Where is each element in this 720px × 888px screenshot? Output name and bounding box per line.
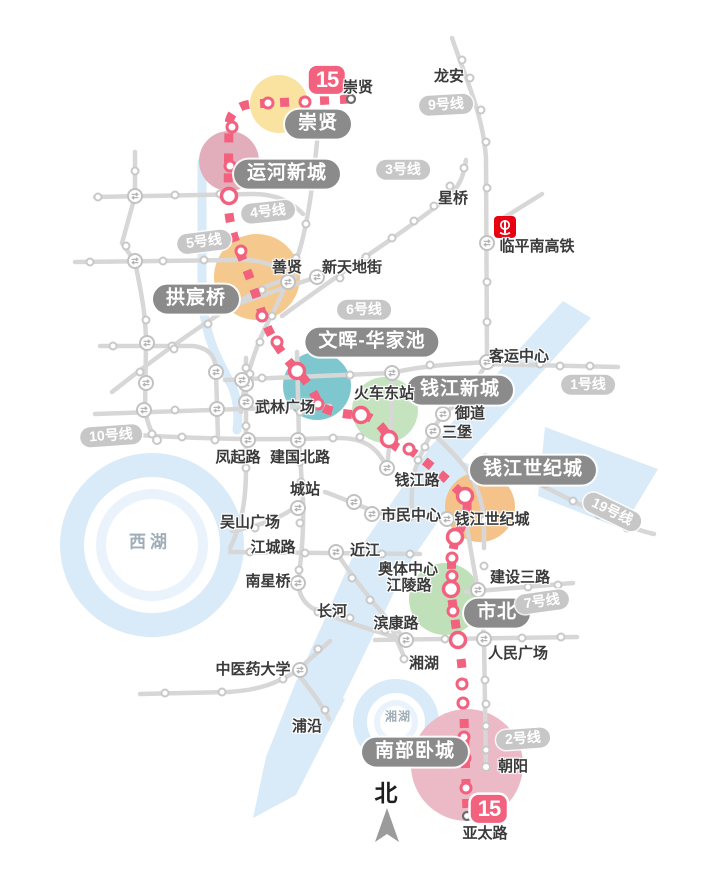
line15-path — [223, 94, 472, 817]
station-label: 市民中心 — [380, 506, 442, 524]
railway-icon — [494, 216, 516, 238]
station-label: 长河 — [316, 602, 348, 620]
badge-gongchenqiao: 拱宸桥 — [152, 284, 240, 314]
station-label: 江城路 — [250, 538, 296, 556]
compass-label: 北 — [374, 780, 398, 806]
station-label: 凤起路 — [215, 448, 261, 466]
station-label: 滨康路 — [373, 614, 419, 632]
station-label: 建国北路 — [269, 448, 331, 466]
station-label: 建设三路 — [489, 568, 551, 586]
badge-chongxian: 崇贤 — [284, 109, 352, 139]
badge-line6: 6号线 — [337, 299, 391, 321]
canal — [197, 157, 243, 435]
station-label: 城站 — [289, 480, 321, 498]
station-label: 钱江世纪城 — [454, 510, 530, 528]
badge-nanbu-wocheng: 南部卧城 — [361, 737, 469, 767]
station-label: 御道 — [454, 404, 486, 422]
line15-stations — [219, 95, 475, 795]
station-label: 善贤 — [271, 258, 303, 276]
station-label: 武林广场 — [254, 398, 316, 416]
qiantang-river — [253, 301, 658, 818]
station-label: 亚太路 — [462, 824, 508, 842]
station-label: 钱江路 — [394, 471, 440, 489]
station-label: 江陵路 — [386, 576, 432, 594]
station-label: 龙安 — [433, 67, 465, 85]
station-label: 客运中心 — [488, 347, 550, 365]
station-label: 新天地街 — [321, 258, 383, 276]
station-label: 人民广场 — [487, 644, 549, 662]
xianghu-lake-label: 湘湖 — [384, 709, 412, 724]
station-label: 星桥 — [437, 189, 469, 207]
station-label: 临平南高铁 — [499, 237, 575, 255]
badge-qianjiang-shijicheng: 钱江世纪城 — [469, 455, 597, 485]
station-label: 浦沿 — [291, 717, 323, 735]
station-label: 崇贤 — [342, 78, 374, 96]
station-label: 南星桥 — [245, 572, 291, 590]
badge-line3: 3号线 — [376, 159, 430, 181]
west-lake-label: 西湖 — [129, 532, 171, 552]
station-label: 奥体中心 — [377, 560, 439, 578]
station-label: 三堡 — [441, 423, 473, 441]
north-arrow-icon — [375, 808, 399, 842]
area-dongzhan — [352, 377, 418, 443]
station-label: 朝阳 — [497, 757, 529, 775]
station-label: 火车东站 — [353, 384, 415, 402]
line15-logo-top: 15 — [308, 65, 346, 95]
badge-line9: 9号线 — [418, 93, 474, 117]
badge-yunhe-xincheng: 运河新城 — [233, 159, 341, 189]
station-label: 吴山广场 — [219, 513, 281, 531]
line15-logo-bottom: 15 — [470, 794, 508, 824]
area-shibei — [409, 563, 481, 635]
badge-qianjiang-xincheng: 钱江新城 — [406, 375, 514, 405]
station-label: 中医药大学 — [215, 660, 291, 678]
badge-wenhui-huajiachi: 文晖-华家池 — [305, 327, 439, 357]
badge-line1: 1号线 — [561, 374, 615, 396]
station-label: 湘湖 — [408, 654, 440, 672]
station-label: 近江 — [349, 541, 381, 559]
